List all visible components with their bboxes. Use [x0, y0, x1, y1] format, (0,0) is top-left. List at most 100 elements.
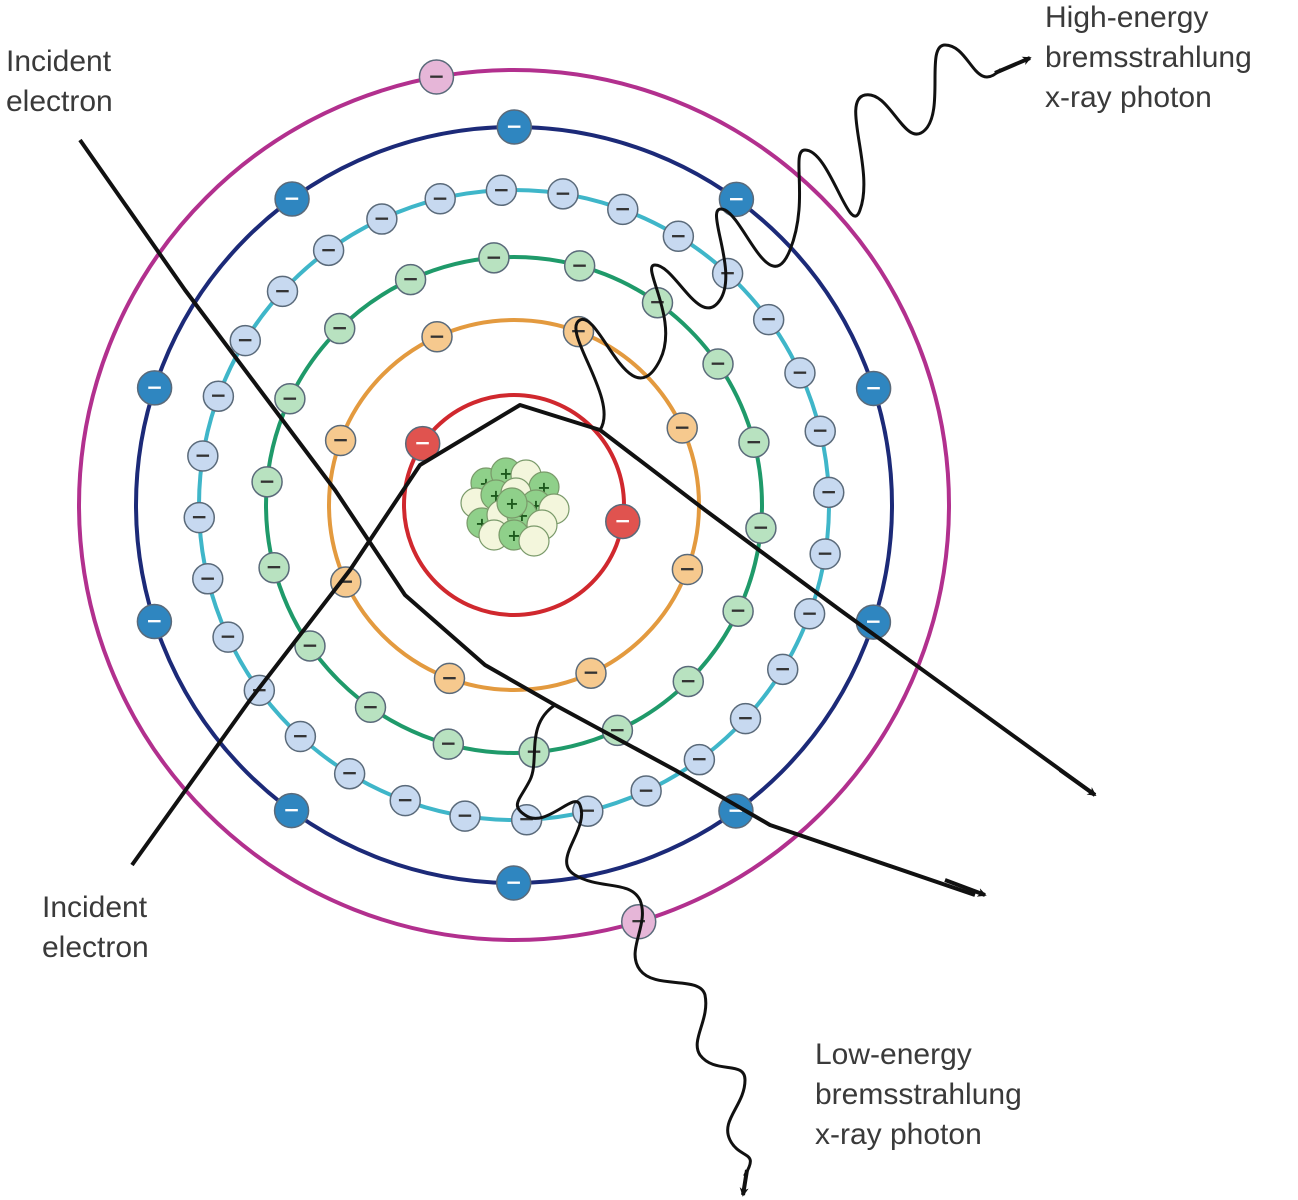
incident-electron-label-top: Incident electron [6, 45, 113, 118]
svg-text:−: − [493, 177, 510, 201]
svg-text:−: − [282, 386, 299, 410]
electron-m-6: − [702, 348, 734, 380]
incident-electron-path-bottom [130, 403, 1097, 867]
svg-text:−: − [362, 694, 379, 718]
electron-paths [78, 43, 1097, 1197]
svg-text:−: − [146, 609, 163, 633]
electron-o-6: − [495, 865, 532, 901]
neutron [518, 525, 550, 557]
electron-n-23: − [333, 757, 366, 790]
electron-n-18: − [630, 775, 662, 807]
electron-n-28: − [183, 501, 216, 534]
electron-m-16: − [258, 551, 290, 584]
svg-text:−: − [373, 206, 390, 230]
svg-text:−: − [429, 324, 446, 348]
electron-m-17: − [251, 466, 283, 498]
electron-n-32: − [266, 275, 299, 308]
electron-n-12: − [812, 476, 845, 509]
electron-n-15: − [766, 653, 799, 686]
svg-text:−: − [506, 114, 523, 138]
svg-text:−: − [746, 429, 763, 453]
svg-text:−: − [505, 870, 522, 894]
electron-l-6: − [433, 662, 466, 695]
svg-text:−: − [331, 316, 348, 340]
electron-m-14: − [354, 691, 387, 724]
svg-text:−: − [194, 443, 211, 467]
svg-text:+: + [505, 494, 518, 513]
low-energy-photon-label: Low-energy bremsstrahlung x-ray photon [815, 1038, 1022, 1151]
svg-text:−: − [440, 731, 457, 755]
high-energy-photon-wave [574, 43, 1002, 432]
electron-m-8: − [745, 512, 777, 544]
svg-text:−: − [817, 541, 834, 565]
electron-m-18: − [274, 383, 306, 415]
electron-m-2: − [394, 263, 427, 296]
electron-n-13: − [809, 538, 841, 570]
incident-electron-label-bottom: Incident electron [42, 891, 149, 964]
svg-text:+: + [507, 526, 520, 545]
svg-text:−: − [680, 668, 697, 692]
svg-text:+: + [499, 464, 512, 483]
electron-o-4: − [855, 604, 892, 640]
proton: + [496, 487, 528, 519]
svg-text:−: − [191, 505, 208, 529]
electron-o-10: − [274, 181, 310, 217]
svg-text:−: − [237, 328, 254, 352]
electron-m-1: − [323, 312, 356, 345]
low-energy-arrow [739, 1169, 749, 1197]
svg-text:−: − [441, 665, 458, 689]
electron-l-2: − [562, 315, 595, 348]
svg-text:−: − [674, 415, 691, 439]
svg-text:−: − [579, 798, 596, 822]
arrow-low-exit [944, 878, 987, 897]
electron-n-26: − [212, 621, 244, 653]
svg-text:−: − [753, 515, 770, 539]
svg-text:−: − [691, 747, 708, 771]
electron-n-8: − [711, 257, 744, 290]
svg-text:−: − [337, 569, 354, 593]
svg-text:−: − [555, 181, 572, 205]
svg-text:−: − [710, 351, 727, 375]
svg-text:−: − [397, 788, 414, 812]
svg-text:−: − [402, 267, 419, 291]
low-energy-photon-wave [515, 703, 752, 1177]
svg-text:−: − [820, 479, 837, 503]
svg-text:−: − [428, 64, 445, 88]
svg-text:−: − [679, 557, 696, 581]
svg-text:−: − [259, 469, 276, 493]
svg-text:−: − [283, 798, 300, 822]
electron-l-8: − [324, 424, 357, 457]
svg-text:−: − [146, 375, 163, 399]
electron-o-5: − [718, 793, 754, 829]
electron-l-3: − [666, 412, 698, 444]
electron-m-15: − [294, 630, 326, 662]
electron-m-13: − [432, 728, 465, 760]
svg-text:−: − [414, 431, 431, 455]
electron-n-21: − [449, 800, 481, 832]
svg-text:−: − [730, 598, 747, 622]
svg-text:−: − [760, 307, 777, 331]
electron-n-10: − [784, 357, 816, 389]
electron-o-3: − [855, 370, 892, 407]
electron-n-29: − [187, 440, 219, 472]
svg-text:−: − [457, 803, 474, 827]
electron-o-1: − [496, 109, 533, 145]
svg-text:−: − [274, 278, 291, 302]
electron-n-7: − [662, 220, 695, 253]
svg-text:−: − [210, 383, 227, 407]
high-energy-arrow [994, 56, 1032, 75]
electron-n-1: − [312, 234, 345, 267]
electron-n-27: − [192, 563, 224, 595]
electron-n-31: − [229, 324, 262, 357]
electron-o-9: − [136, 370, 173, 406]
svg-text:−: − [638, 778, 655, 802]
svg-text:−: − [332, 427, 349, 451]
electron-p-1: − [418, 59, 455, 95]
electron-n-30: − [202, 380, 235, 412]
svg-text:−: − [670, 223, 687, 247]
svg-text:−: − [812, 418, 829, 442]
svg-text:−: − [302, 633, 319, 657]
electron-m-3: − [478, 242, 510, 274]
shell-ring-m [264, 255, 764, 755]
